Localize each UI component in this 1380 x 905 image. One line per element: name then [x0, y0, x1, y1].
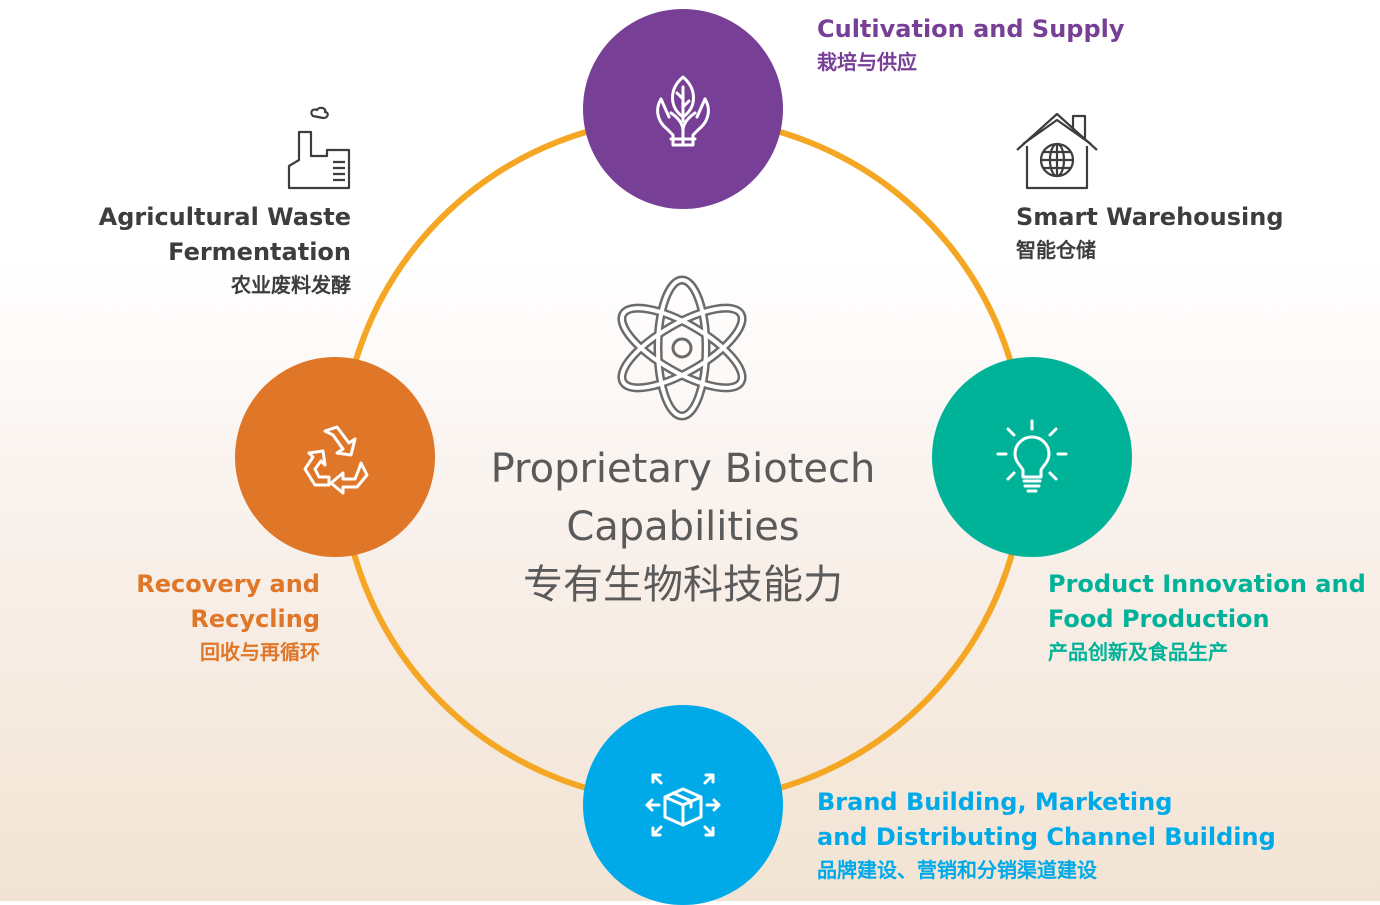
innovation-label-zh: 产品创新及食品生产 — [1048, 640, 1228, 664]
center-title-zh: 专有生物科技能力 — [523, 562, 843, 608]
cultivation-node — [583, 9, 783, 209]
warehousing-label: Smart Warehousing 智能仓储 — [1016, 200, 1284, 265]
recovery-label-zh: 回收与再循环 — [200, 640, 320, 664]
box-arrows-icon — [645, 773, 721, 837]
innovation-label-en-line2: Food Production — [1048, 605, 1270, 633]
innovation-label-en-line1: Product Innovation and — [1048, 570, 1366, 598]
brand-label-zh: 品牌建设、营销和分销渠道建设 — [817, 858, 1097, 882]
brand-node — [583, 705, 783, 905]
fermentation-label: Agricultural Waste Fermentation 农业废料发酵 — [0, 200, 351, 300]
innovation-label: Product Innovation and Food Production 产… — [1048, 567, 1366, 667]
warehousing-label-zh: 智能仓储 — [1016, 238, 1096, 262]
recovery-node — [235, 357, 435, 557]
center-title-en-line1: Proprietary Biotech — [490, 446, 876, 492]
fermentation-label-en-line1: Agricultural Waste — [98, 203, 351, 231]
cultivation-label-zh: 栽培与供应 — [817, 50, 917, 74]
cultivation-label-en: Cultivation and Supply — [817, 15, 1125, 43]
hands-leaf-icon — [656, 75, 710, 147]
fermentation-label-zh: 农业废料发酵 — [231, 273, 351, 297]
warehouse-globe-icon — [1016, 112, 1098, 190]
recycle-icon — [303, 425, 369, 495]
warehousing-label-en: Smart Warehousing — [1016, 203, 1284, 231]
recovery-label-en: Recovery and Recycling — [136, 570, 320, 633]
lightbulb-icon — [996, 419, 1068, 493]
fermentation-label-en-line2: Fermentation — [168, 238, 351, 266]
center-title-en-line2: Capabilities — [566, 504, 800, 550]
brand-label-en-line2: and Distributing Channel Building — [817, 823, 1276, 851]
recovery-label: Recovery and Recycling 回收与再循环 — [0, 567, 320, 667]
brand-label-en-line1: Brand Building, Marketing — [817, 788, 1173, 816]
factory-icon — [287, 106, 351, 190]
innovation-node — [932, 357, 1132, 557]
atom-icon — [617, 275, 747, 421]
brand-label: Brand Building, Marketing and Distributi… — [817, 785, 1276, 885]
cultivation-label: Cultivation and Supply 栽培与供应 — [817, 12, 1125, 77]
center-title: Proprietary Biotech Capabilities 专有生物科技能… — [433, 440, 933, 614]
